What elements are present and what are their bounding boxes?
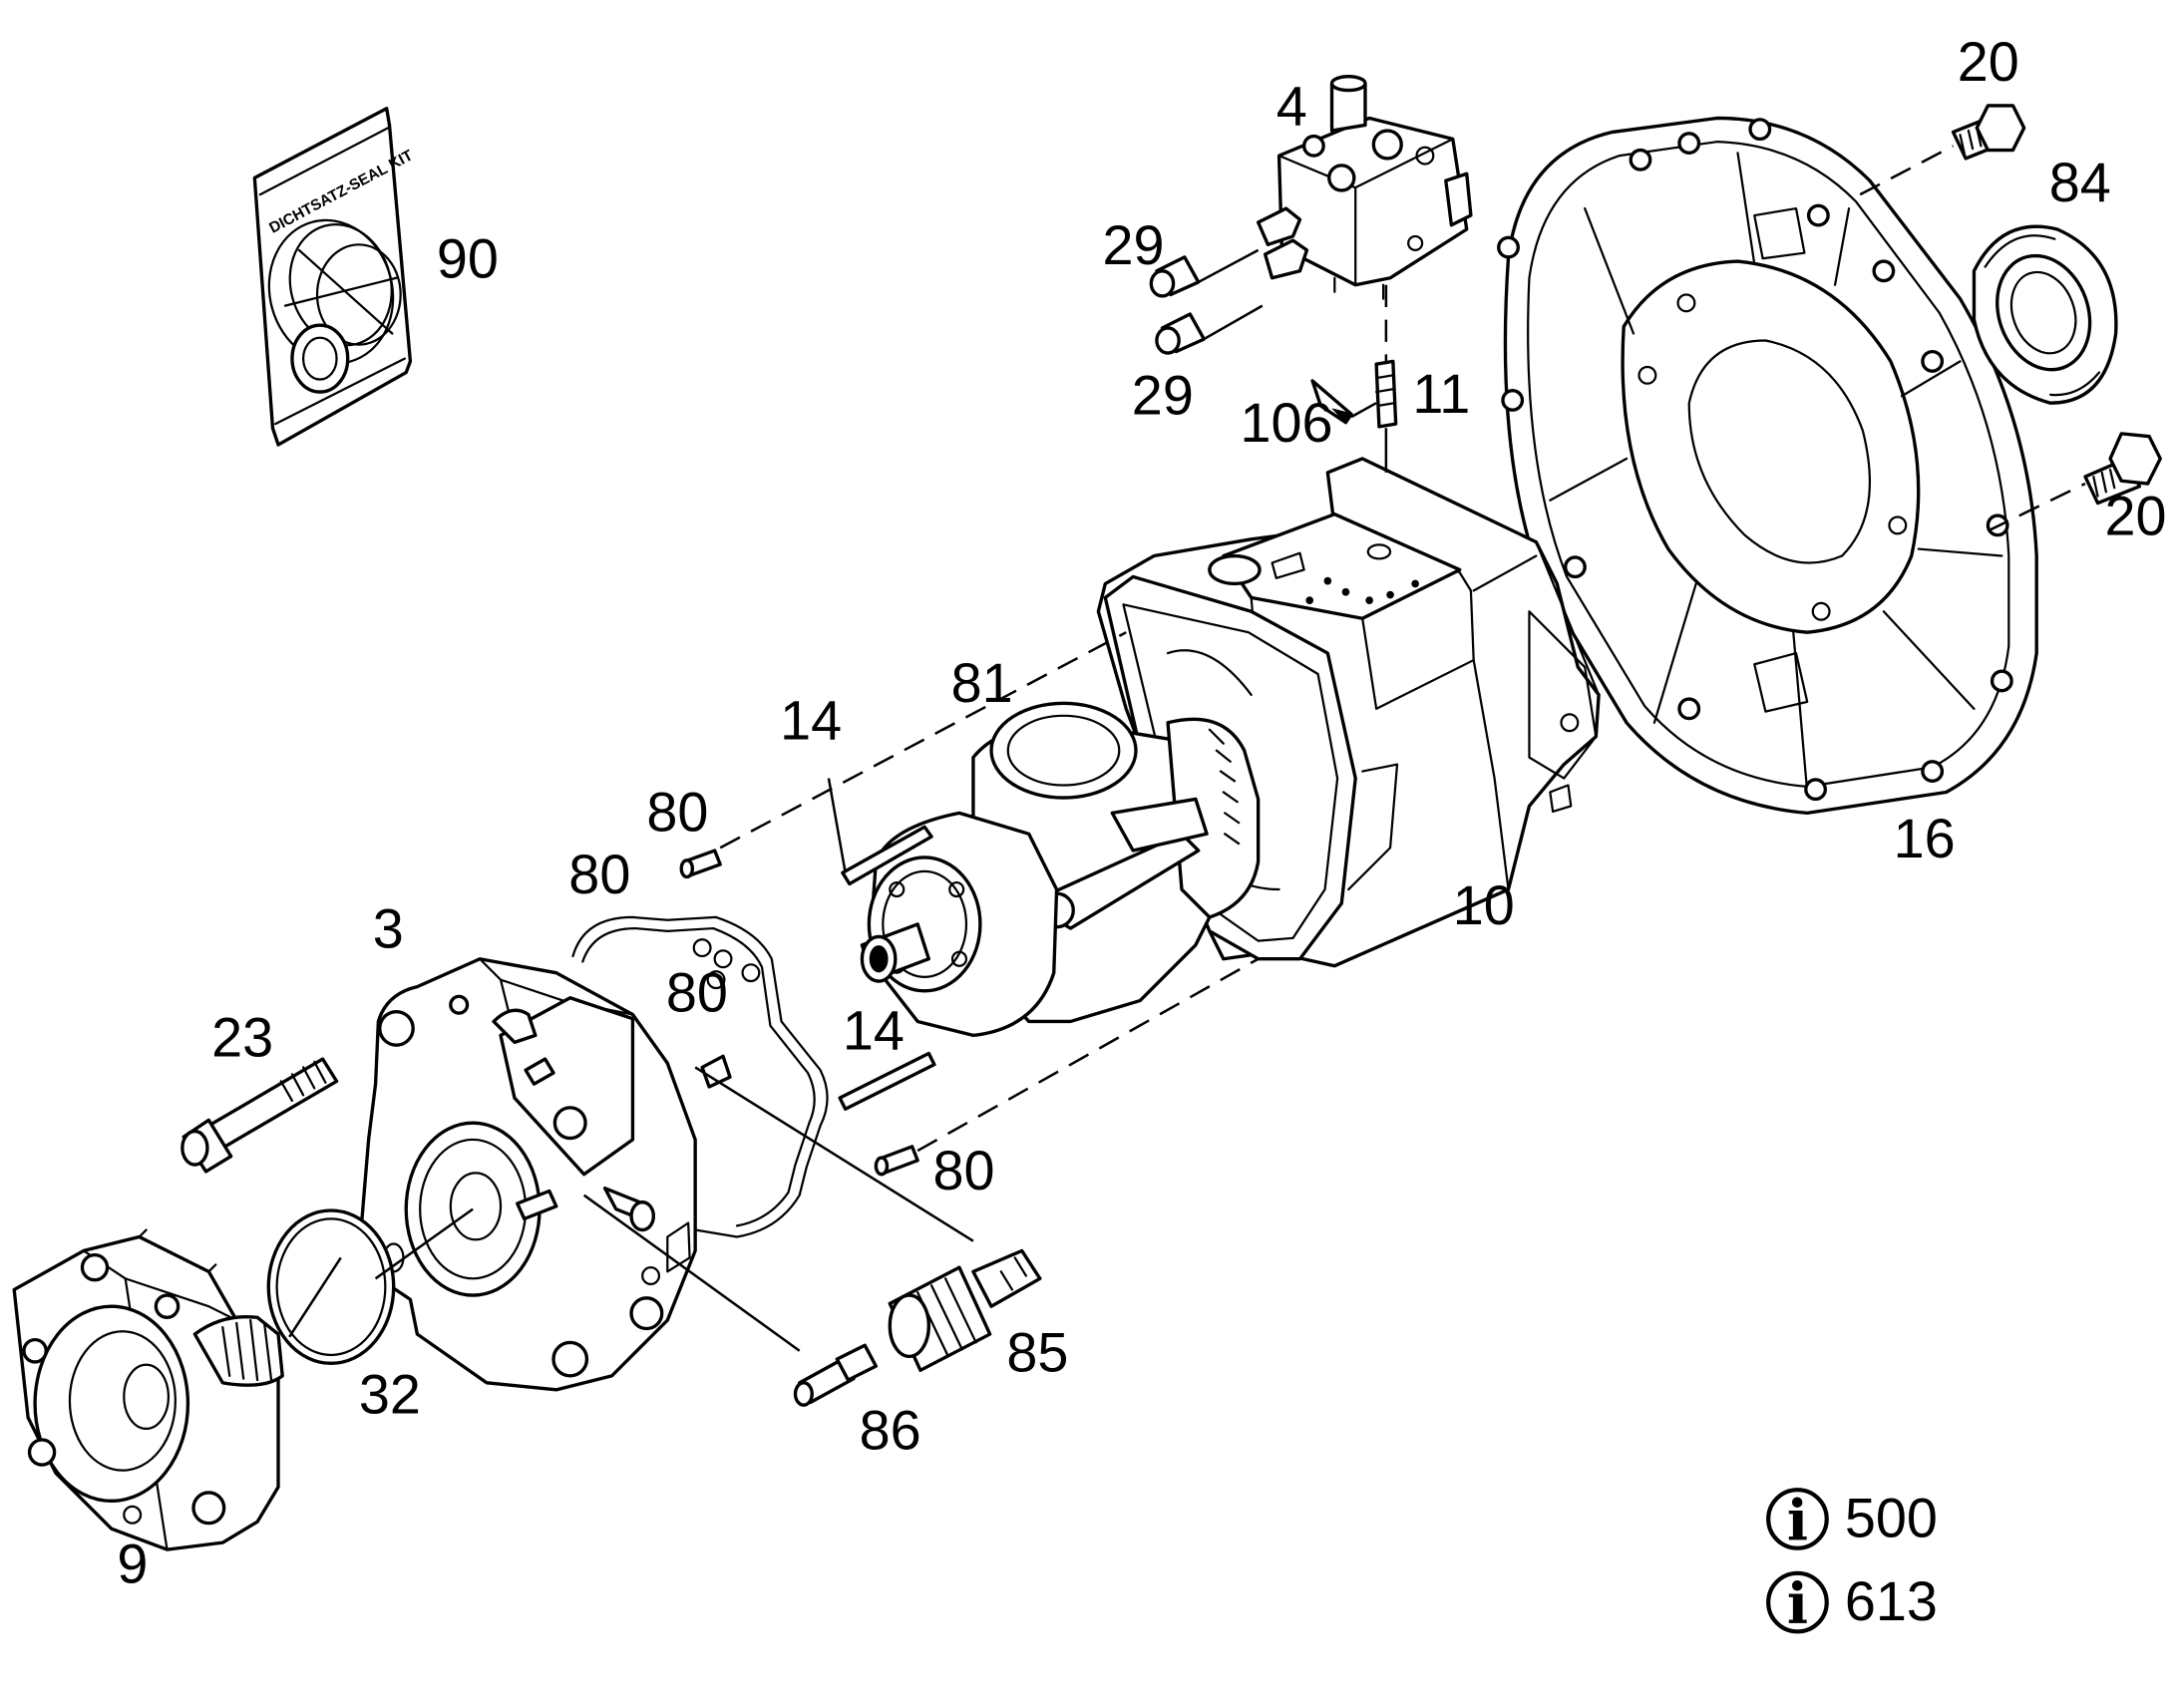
callout-20: 20 bbox=[1958, 31, 2019, 93]
callout-80: 80 bbox=[932, 1140, 994, 1201]
pin-11 bbox=[1374, 359, 1398, 429]
info-ref-number: 613 bbox=[1845, 1570, 1938, 1632]
callout-29: 29 bbox=[1132, 364, 1194, 426]
adapter-flange bbox=[12, 1228, 284, 1551]
callout-32: 32 bbox=[359, 1364, 421, 1426]
info-ref-number: 500 bbox=[1845, 1488, 1938, 1549]
part-106 bbox=[1310, 379, 1353, 425]
callout-16: 16 bbox=[1894, 808, 1956, 869]
plug-29-lower bbox=[1155, 312, 1206, 355]
callout-23: 23 bbox=[211, 1006, 273, 1068]
callout-80: 80 bbox=[666, 962, 728, 1024]
callout-29: 29 bbox=[1103, 214, 1165, 276]
callout-9: 9 bbox=[117, 1534, 148, 1595]
callout-86: 86 bbox=[860, 1400, 921, 1462]
callout-14: 14 bbox=[843, 999, 905, 1061]
callout-4: 4 bbox=[1276, 75, 1307, 137]
port-plate bbox=[359, 957, 732, 1392]
info-icon: i bbox=[1766, 1488, 1829, 1553]
leader-lines bbox=[288, 248, 1388, 1352]
callout-14: 14 bbox=[780, 690, 842, 752]
gasket-80 bbox=[571, 915, 829, 1238]
callout-10: 10 bbox=[1453, 874, 1515, 936]
pin-80-upper bbox=[679, 849, 722, 879]
svg-text:i: i bbox=[1787, 1572, 1808, 1637]
control-valve bbox=[1256, 74, 1473, 300]
callout-85: 85 bbox=[1006, 1322, 1068, 1384]
pin-80-lower bbox=[874, 1145, 919, 1177]
info-reference-613: i 613 bbox=[1766, 1570, 1938, 1637]
cap-screw-23 bbox=[181, 1057, 339, 1174]
callout-20: 20 bbox=[2104, 486, 2166, 547]
callout-106: 106 bbox=[1241, 392, 1333, 454]
shaft-seal bbox=[1972, 224, 2118, 405]
callout-84: 84 bbox=[2049, 152, 2111, 213]
callout-90: 90 bbox=[437, 228, 499, 290]
callout-80: 80 bbox=[568, 844, 630, 905]
callout-3: 3 bbox=[373, 898, 404, 960]
alignment-lines bbox=[719, 145, 2086, 1153]
callout-80: 80 bbox=[646, 782, 708, 844]
svg-text:i: i bbox=[1787, 1489, 1808, 1553]
screw-20-bottom bbox=[2083, 432, 2162, 506]
callout-labels: 4 20 84 90 29 29 11 106 20 81 14 16 80 8… bbox=[117, 31, 2166, 1595]
fitting-86 bbox=[793, 1343, 879, 1407]
seal-kit-bag: DICHTSATZ-SEAL KIT bbox=[252, 107, 416, 447]
flange-housing bbox=[1497, 116, 2038, 816]
info-reference-500: i 500 bbox=[1766, 1488, 1938, 1553]
rotating-group bbox=[838, 701, 1261, 1111]
plug-29-upper bbox=[1149, 255, 1201, 298]
callout-11: 11 bbox=[1412, 363, 1470, 425]
info-icon: i bbox=[1766, 1570, 1829, 1637]
valve-plug-85 bbox=[888, 1248, 1042, 1372]
callout-81: 81 bbox=[951, 652, 1013, 714]
o-ring-32 bbox=[266, 1208, 396, 1366]
screw-20-top bbox=[1951, 104, 2026, 161]
